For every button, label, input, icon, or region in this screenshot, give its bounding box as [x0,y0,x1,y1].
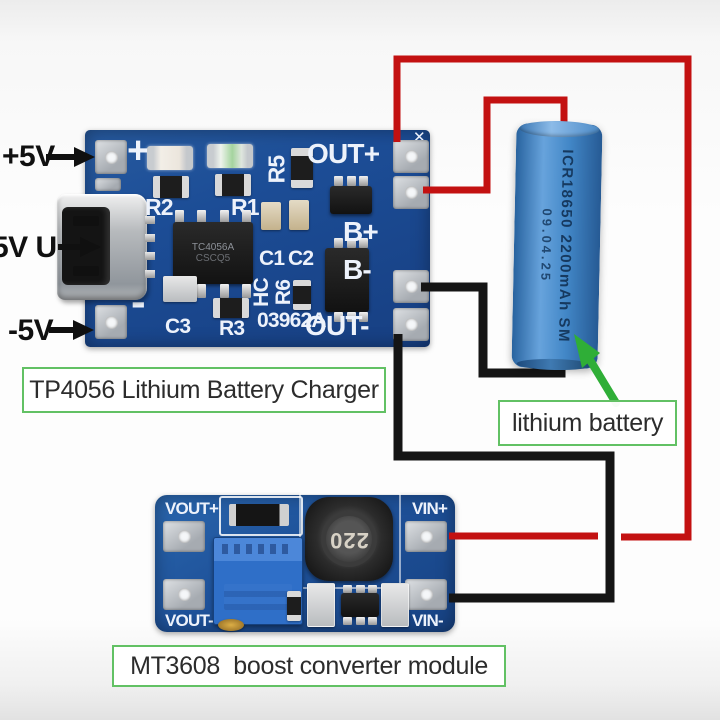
silk-c3: C3 [165,315,191,338]
pad-hole [177,588,191,601]
pad-hole [404,150,418,163]
pad-hole [177,530,191,543]
pad-hole [404,280,418,293]
resistor-r3 [213,298,249,318]
mt3608-ic [341,593,379,617]
ic2-pins-bottom [334,312,368,322]
pad-b-minus [393,270,429,303]
schottky-diode [229,504,289,526]
pad-small [95,178,121,191]
caption-charger: TP4056 Lithium Battery Charger [22,367,386,413]
charge-led [147,146,193,170]
resistor-r2 [153,176,189,198]
mt3608-ic-pins-bottom [343,617,377,625]
silk-out-minus: OUT- [305,310,369,341]
battery-model-text: ICR18650 2200mAh SM [555,149,577,344]
pad-hole [404,318,418,331]
silk-vout-plus: VOUT+ [165,499,219,518]
pad-vout-minus [163,579,205,610]
pad-vin-plus [405,521,447,552]
lithium-battery: ICR18650 2200mAh SM 09.04.25 [511,123,603,369]
input-capacitor [307,583,335,627]
mt3608-ic-pins-top [343,585,377,593]
silk-b-minus: B- [343,254,372,285]
diode-outline [219,496,303,536]
chip-marking-line2: CSCQ5 [195,253,231,264]
silk-vin-minus: VIN- [412,611,444,630]
pad-in-plus [95,140,127,174]
silk-r1: R1 [231,194,260,220]
silk-vin-plus: VIN+ [412,499,448,518]
chip-pins-top [175,210,251,223]
silk-r5: R5 [263,155,290,184]
pad-vin-minus [405,579,447,610]
silk-plus: + [127,130,149,172]
battery-date-text: 09.04.25 [538,208,556,284]
pad-hole [419,530,433,543]
feedback-resistor [287,591,301,621]
inductor-ring [321,511,377,567]
ic2-pins-top [334,238,368,248]
silk-r6: R6 [272,279,296,306]
tp4056-board: + - R2 R1 R5 TC4056A CSCQ5 C1 C2 [57,130,430,347]
caption-battery: lithium battery [498,400,677,446]
battery-print: ICR18650 2200mAh SM 09.04.25 [511,123,602,369]
usb-pin-nub [73,266,99,276]
chip-marking-line1: TC4056A [191,242,235,253]
pad-hole [419,588,433,601]
silk-vout-minus: VOUT- [165,611,214,630]
capacitor-c2 [289,200,309,230]
silk-r2: R2 [145,194,174,220]
inductor-marking: 220 [329,528,369,553]
silk-b-plus: B+ [343,216,379,247]
pad-vout-plus [163,521,205,552]
silk-c1: C1 [259,247,285,270]
silk-out-plus: OUT+ [307,138,380,169]
capacitor-c1 [261,202,281,230]
silk-r3: R3 [219,317,245,340]
silk-part-number: 03962A [257,309,327,332]
resistor-r1 [215,174,251,196]
micro-usb-connector [57,194,155,300]
protection-ic-2 [325,248,369,312]
usb-pin-nub [73,216,99,226]
resistor-r5 [291,148,313,188]
silk-hc: HC [249,278,273,307]
ic1-pins [334,176,368,186]
pad-b-plus [393,176,429,209]
trimmer-screw [218,619,244,631]
usb-legs [145,216,155,278]
protection-ic-1 [330,186,372,214]
label-minus5v: -5V [8,314,54,347]
label-plus5v: +5V [2,140,55,173]
pad-in-minus [95,305,127,339]
tc4056-chip: TC4056A CSCQ5 [173,222,253,284]
pad-hole [104,150,118,164]
pad-out-minus [393,308,429,341]
resistor-r6 [293,280,311,310]
inductor-220: 220 [305,497,393,581]
full-led [207,144,253,168]
pad-out-plus [393,140,429,173]
caption-boost: MT3608 boost converter module [112,645,506,687]
silk-c2: C2 [288,247,314,270]
capacitor-c3 [163,276,197,302]
pad-hole [104,315,118,329]
pad-hole [404,186,418,199]
mt3608-board: VOUT+ VOUT- VIN+ VIN- 220 [155,492,455,632]
output-capacitor [381,583,409,627]
